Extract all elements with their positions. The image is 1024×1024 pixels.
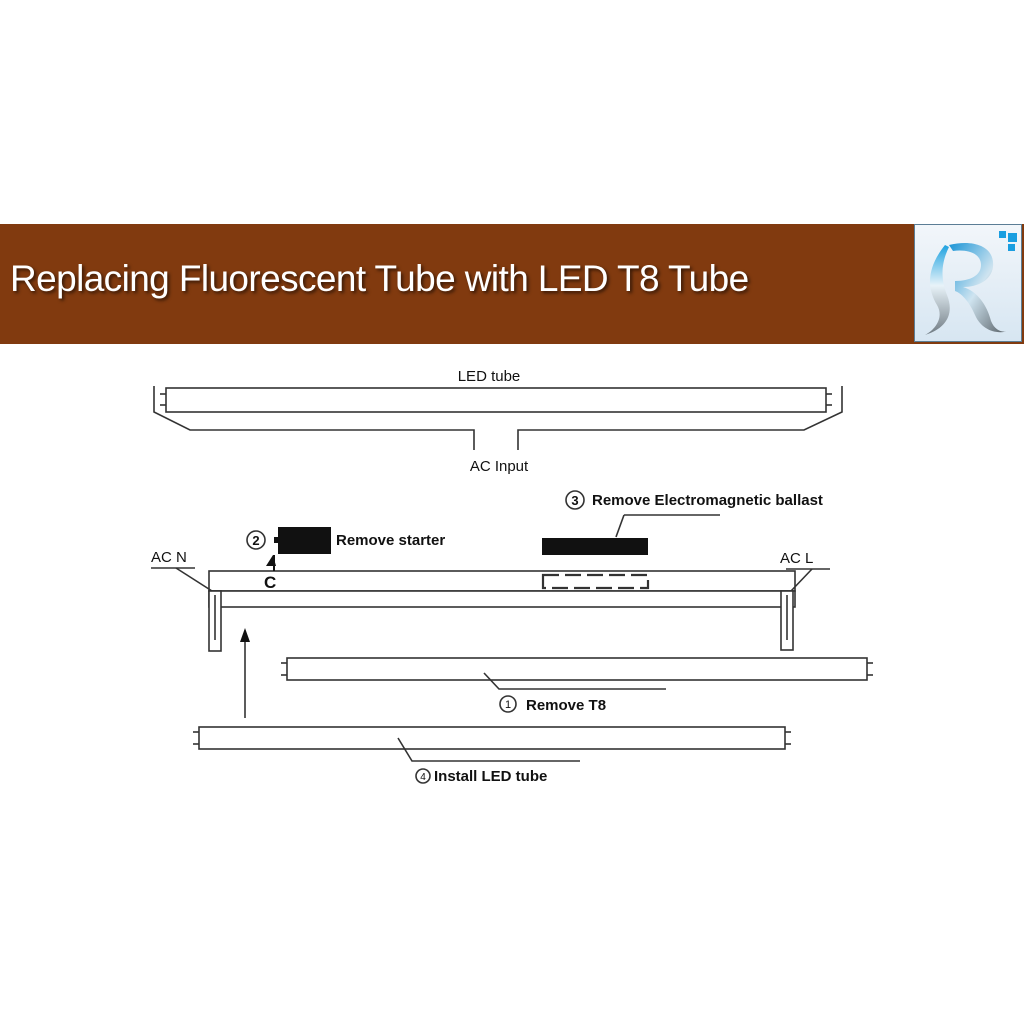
step-2-number: 2 — [252, 533, 259, 548]
step-4-number: 4 — [420, 772, 426, 783]
ballast-block — [542, 538, 648, 555]
starter-block — [278, 527, 331, 554]
ac-l-label: AC L — [780, 550, 813, 567]
logo — [914, 224, 1022, 342]
r-logo-icon — [925, 231, 1017, 335]
arrow-head-icon — [240, 628, 250, 642]
ac-input-label: AC Input — [470, 458, 529, 475]
fixture-housing — [208, 570, 796, 592]
page-title: Replacing Fluorescent Tube with LED T8 T… — [10, 258, 749, 299]
step-2-label: Remove starter — [336, 532, 445, 549]
t8-tube-removed — [286, 657, 868, 681]
starter-connector-label: C — [264, 573, 276, 592]
led-tube-install — [198, 726, 786, 750]
step-3-label: Remove Electromagnetic ballast — [592, 492, 823, 509]
title-banner — [0, 224, 1024, 344]
step-1-label: Remove T8 — [526, 697, 606, 714]
wiring-diagram: LED tube AC Input AC N AC L C 2 Remove s… — [151, 368, 873, 785]
step-4-label: Install LED tube — [434, 768, 547, 785]
step-1-number: 1 — [505, 699, 511, 711]
step-3-number: 3 — [571, 493, 578, 508]
ac-n-label: AC N — [151, 549, 187, 566]
led-tube-top — [165, 387, 827, 413]
led-tube-label: LED tube — [458, 368, 521, 385]
